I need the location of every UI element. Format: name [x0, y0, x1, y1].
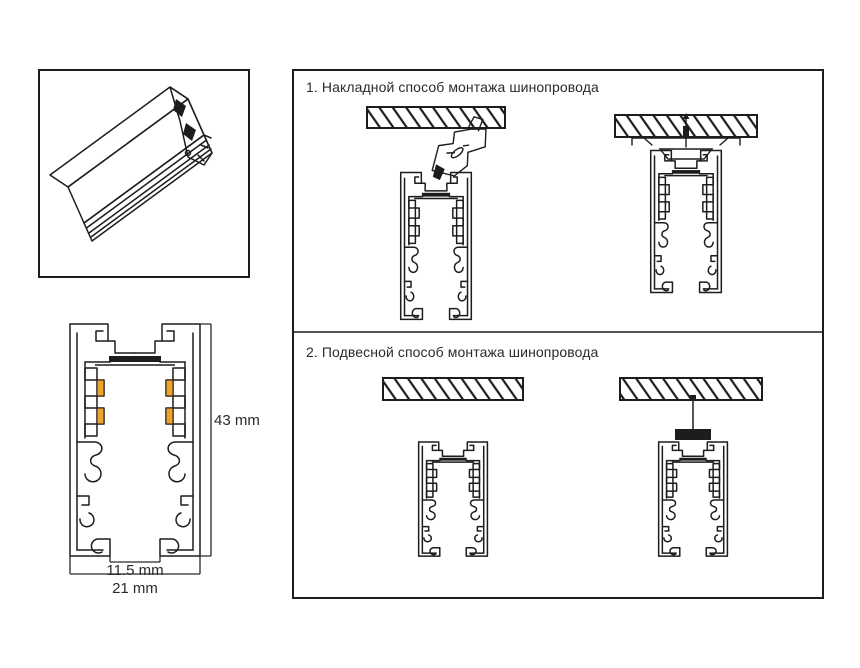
cross-section-figure: 43 mm 11.5 mm 21 mm	[55, 312, 260, 612]
mounting-screw	[682, 113, 690, 138]
section-1-title: 1. Накладной способ монтажа шинопровода	[306, 79, 599, 95]
mounting-diagrams	[294, 106, 822, 597]
end-face-shading	[173, 99, 196, 141]
ceiling-surface-exploded	[366, 106, 506, 129]
dimension-height-label: 43 mm	[214, 412, 260, 429]
track-profile-1a	[401, 173, 472, 320]
suspension-kit	[675, 395, 711, 440]
track-profile-2b	[659, 442, 728, 556]
mounting-clip-3d	[431, 116, 487, 181]
track-3d-drawing	[49, 86, 213, 242]
profile-3d-box	[38, 69, 250, 278]
dimension-brackets	[69, 323, 212, 575]
track-profile-large	[70, 324, 200, 556]
track-profile-1b	[651, 150, 722, 292]
suspension-block	[675, 429, 711, 440]
section-2-title: 2. Подвесной способ монтажа шинопровода	[306, 344, 599, 360]
dimension-inner-width-label: 11.5 mm	[106, 562, 164, 579]
ceiling-anchor	[690, 395, 696, 401]
mounting-methods-box: 1. Накладной способ монтажа шинопровода …	[292, 69, 824, 599]
dimension-outer-width-label: 21 mm	[112, 580, 158, 597]
clip-tab-shaded	[432, 164, 445, 181]
cross-section-drawing	[55, 312, 212, 575]
mounted-clip	[631, 116, 741, 160]
ceiling-suspended-left	[382, 377, 524, 401]
track-profile-2a	[419, 442, 488, 556]
contact-strips	[96, 379, 174, 425]
